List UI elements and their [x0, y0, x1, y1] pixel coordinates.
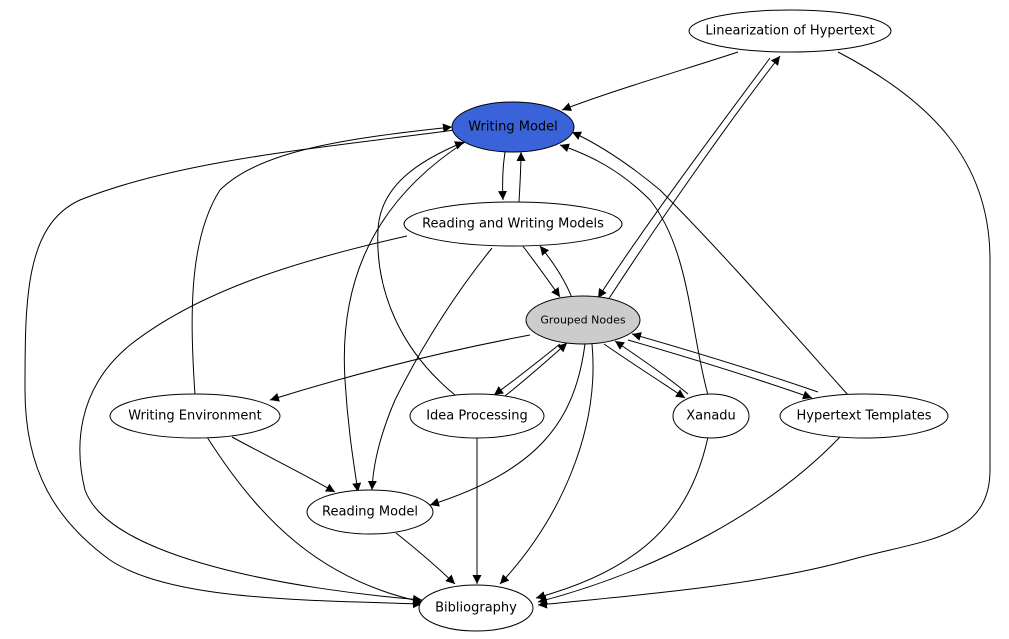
edge-grouped-nodes-to-writing-environment [269, 334, 531, 402]
edge-writing-model-to-reading-model [343, 141, 466, 493]
edge-writing-environment-to-writing-model [191, 123, 453, 396]
node-shape [418, 584, 534, 632]
edge-reading-model-to-bibliography [395, 532, 456, 585]
edge-linearization-to-grouped-nodes [597, 57, 771, 299]
edge-linearization-to-writing-model [561, 51, 739, 112]
node-label: Xanadu [686, 409, 736, 424]
node-label: Grouped Nodes [540, 314, 625, 327]
node-bibliography[interactable]: Bibliography [418, 584, 534, 632]
node-shape [672, 393, 750, 439]
node-shape [451, 101, 575, 153]
edge-xanadu-to-writing-model [559, 143, 709, 396]
edge-grouped-nodes-to-bibliography [499, 343, 594, 585]
node-label: Reading and Writing Models [422, 217, 604, 232]
node-idea-processing[interactable]: Idea Processing [409, 393, 545, 439]
edge-writing-environment-to-reading-model [231, 436, 336, 493]
node-shape [409, 393, 545, 439]
edge-grouped-nodes-to-reading-model [429, 343, 586, 507]
edge-xanadu-to-bibliography [535, 436, 709, 601]
edge-reading-writing-models-to-grouped-nodes [521, 244, 561, 298]
edge-grouped-nodes-to-reading-writing-models [539, 245, 573, 299]
edge-xanadu-to-grouped-nodes [614, 340, 689, 395]
node-shape [688, 9, 892, 53]
node-writing-environment[interactable]: Writing Environment [109, 393, 281, 439]
node-shape [779, 393, 949, 439]
node-reading-model[interactable]: Reading Model [306, 489, 434, 535]
node-reading-and-writing-models[interactable]: Reading and Writing Models [403, 201, 623, 247]
node-shape [109, 393, 281, 439]
edge-grouped-nodes-to-xanadu [603, 343, 686, 399]
node-label: Linearization of Hypertext [705, 24, 874, 39]
node-label: Bibliography [435, 601, 517, 616]
edge-linearization-to-bibliography [537, 51, 991, 609]
node-writing-model[interactable]: Writing Model [451, 101, 575, 153]
edge-grouped-nodes-to-idea-processing [493, 343, 561, 396]
edge-writing-environment-to-bibliography [206, 436, 423, 605]
edge-idea-processing-to-writing-model [377, 141, 465, 396]
node-label: Reading Model [322, 505, 418, 520]
edge-grouped-nodes-to-linearization [607, 55, 781, 301]
node-shape [525, 295, 641, 345]
node-linearization-of-hypertext[interactable]: Linearization of Hypertext [688, 9, 892, 53]
nodes-layer: Linearization of Hypertext Writing Model… [109, 9, 949, 632]
node-label: Idea Processing [426, 409, 528, 424]
edge-reading-writing-models-to-bibliography [79, 235, 423, 604]
edge-reading-writing-models-to-writing-model [516, 151, 526, 203]
edge-hypertext-templates-to-writing-model [571, 131, 849, 396]
node-label: Writing Environment [128, 409, 262, 424]
node-grouped-nodes[interactable]: Grouped Nodes [525, 295, 641, 345]
edge-writing-model-to-reading-writing-models [498, 151, 507, 201]
edge-reading-writing-models-to-reading-model [367, 247, 493, 491]
node-label: Hypertext Templates [797, 409, 932, 424]
node-label: Writing Model [468, 120, 558, 135]
edge-grouped-nodes-to-hypertext-templates [627, 339, 813, 400]
edge-hypertext-templates-to-bibliography [537, 436, 841, 605]
node-xanadu[interactable]: Xanadu [672, 393, 750, 439]
edges-layer [24, 51, 991, 609]
edge-writing-model-to-bibliography [24, 129, 456, 609]
node-shape [306, 489, 434, 535]
node-hypertext-templates[interactable]: Hypertext Templates [779, 393, 949, 439]
edge-idea-processing-to-grouped-nodes [504, 342, 568, 397]
edge-hypertext-templates-to-grouped-nodes [631, 332, 819, 393]
node-shape [403, 201, 623, 247]
